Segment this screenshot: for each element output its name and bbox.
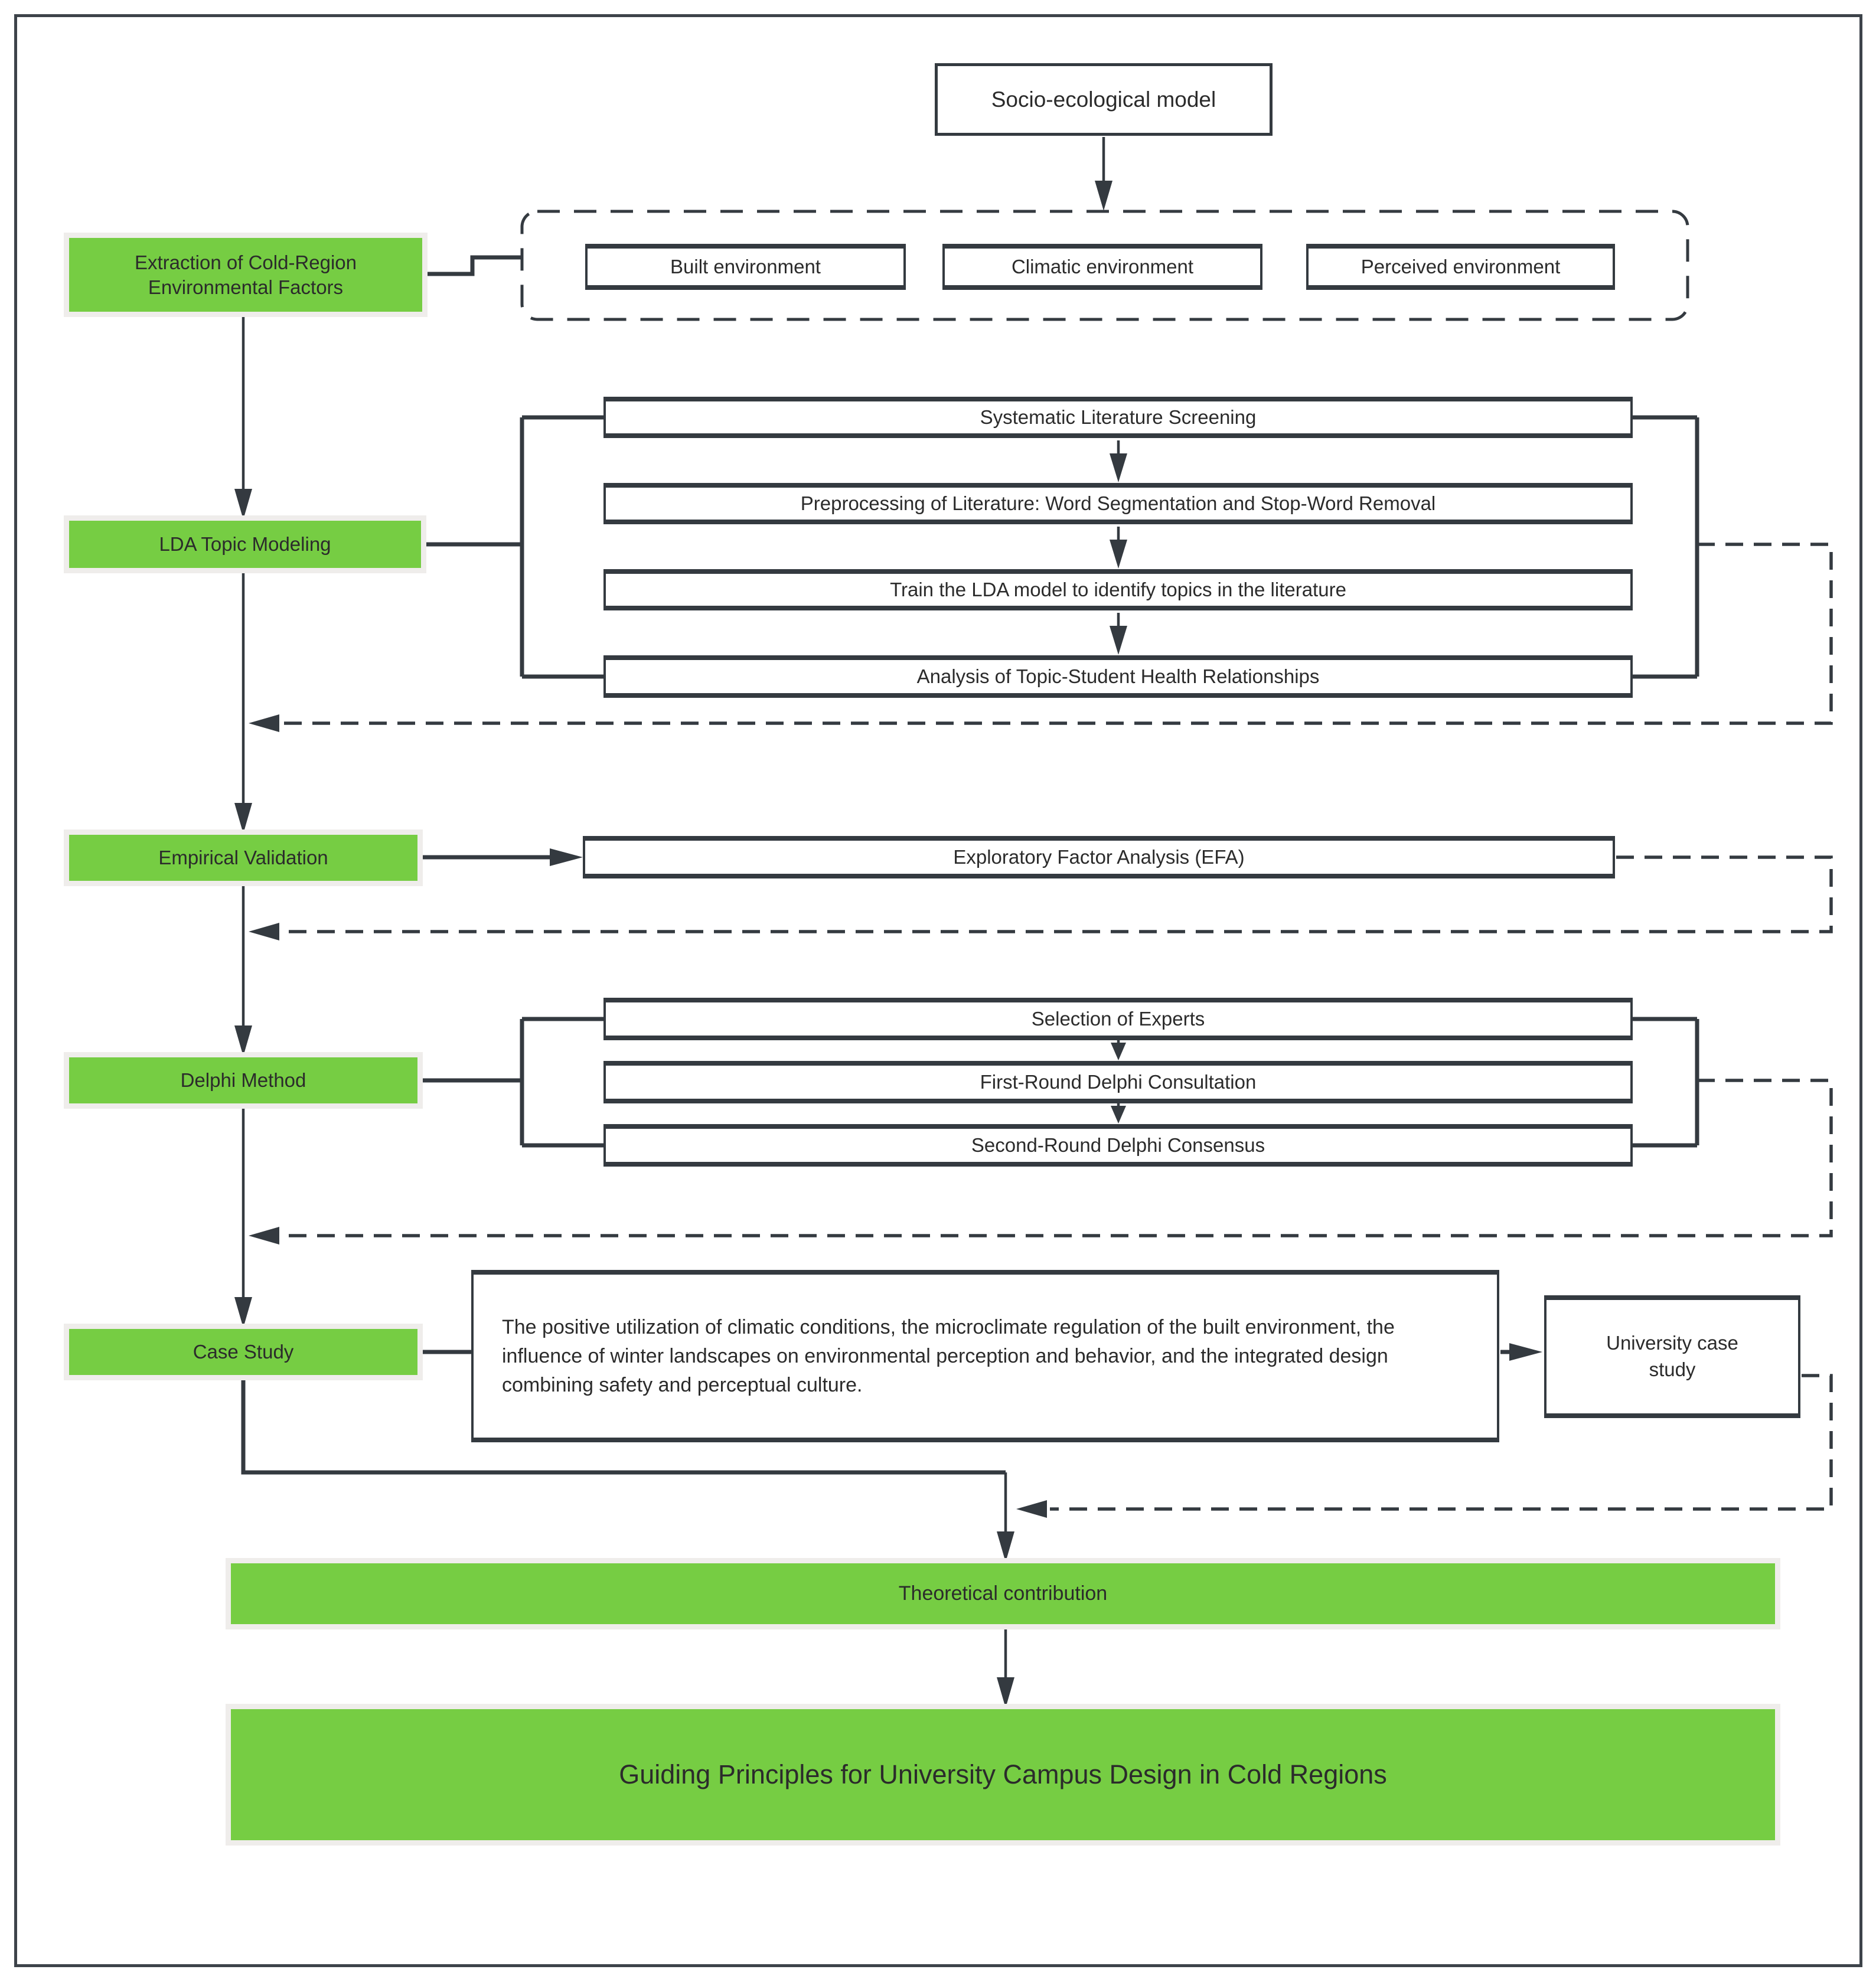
- extraction-label-line2: Environmental Factors: [148, 276, 344, 298]
- bar-theoretical-contribution: Theoretical contribution: [231, 1563, 1775, 1624]
- node-socio-ecological-model: Socio-ecological model: [935, 63, 1273, 136]
- stage-delphi-method: Delphi Method: [69, 1057, 417, 1103]
- lda-label: LDA Topic Modeling: [159, 533, 331, 556]
- stage-case-study: Case Study: [69, 1329, 417, 1375]
- case-study-label: Case Study: [193, 1341, 294, 1363]
- built-environment-label: Built environment: [670, 256, 821, 277]
- delphi-step-first-round: First-Round Delphi Consultation: [603, 1061, 1633, 1103]
- lda-step-label: Systematic Literature Screening: [980, 406, 1257, 428]
- lda-step-label: Preprocessing of Literature: Word Segmen…: [800, 492, 1436, 514]
- climatic-environment-label: Climatic environment: [1011, 256, 1194, 277]
- theoretical-contribution-label: Theoretical contribution: [898, 1582, 1108, 1605]
- lda-step-label: Analysis of Topic-Student Health Relatio…: [916, 665, 1320, 687]
- university-case-study-line2: study: [1649, 1358, 1696, 1380]
- lda-step-preprocessing: Preprocessing of Literature: Word Segmen…: [603, 483, 1633, 524]
- case-study-description-box: The positive utilization of climatic con…: [471, 1270, 1499, 1442]
- node-university-case-study: University case study: [1544, 1295, 1800, 1418]
- case-study-description: The positive utilization of climatic con…: [502, 1315, 1395, 1396]
- delphi-label: Delphi Method: [180, 1069, 306, 1092]
- stage-extraction-of-cold-region-environmental-factors: Extraction of Cold-Region Environmental …: [69, 238, 422, 312]
- node-built-environment: Built environment: [585, 244, 906, 290]
- empirical-validation-label: Empirical Validation: [158, 847, 328, 869]
- node-climatic-environment: Climatic environment: [942, 244, 1262, 290]
- delphi-step-label: First-Round Delphi Consultation: [980, 1071, 1257, 1093]
- guiding-principles-label: Guiding Principles for University Campus…: [619, 1759, 1387, 1789]
- delphi-step-second-round: Second-Round Delphi Consensus: [603, 1124, 1633, 1167]
- node-perceived-environment: Perceived environment: [1306, 244, 1615, 290]
- node-exploratory-factor-analysis: Exploratory Factor Analysis (EFA): [583, 836, 1615, 878]
- lda-step-label: Train the LDA model to identify topics i…: [890, 579, 1346, 600]
- delphi-step-label: Second-Round Delphi Consensus: [971, 1134, 1265, 1156]
- university-case-study-line1: University case: [1606, 1332, 1738, 1354]
- extraction-label-line1: Extraction of Cold-Region: [134, 252, 357, 274]
- delphi-step-selection-of-experts: Selection of Experts: [603, 998, 1633, 1040]
- lda-step-topic-health-analysis: Analysis of Topic-Student Health Relatio…: [603, 655, 1633, 698]
- diagram-frame: [14, 14, 1862, 1967]
- stage-empirical-validation: Empirical Validation: [69, 835, 417, 881]
- stage-lda-topic-modeling: LDA Topic Modeling: [69, 521, 421, 568]
- lda-step-train-model: Train the LDA model to identify topics i…: [603, 569, 1633, 610]
- delphi-step-label: Selection of Experts: [1031, 1008, 1205, 1030]
- bar-guiding-principles: Guiding Principles for University Campus…: [231, 1709, 1775, 1840]
- efa-label: Exploratory Factor Analysis (EFA): [953, 846, 1245, 868]
- perceived-environment-label: Perceived environment: [1360, 256, 1561, 277]
- socio-label: Socio-ecological model: [991, 87, 1216, 112]
- lda-step-systematic-literature-screening: Systematic Literature Screening: [603, 397, 1633, 438]
